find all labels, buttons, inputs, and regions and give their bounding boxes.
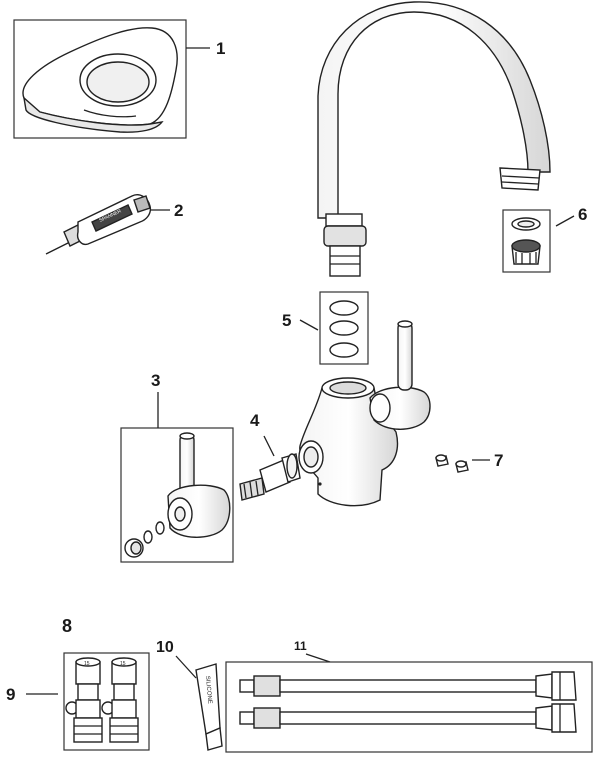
valve-left: 15 [65, 657, 103, 743]
part-8-isolation-valves: 8 15 15 [6, 616, 150, 751]
part-3-lever-handle: 3 [120, 371, 234, 563]
side-lever-handle [369, 320, 431, 430]
ceramic-cartridge-icon [239, 453, 301, 501]
rosette-plate-icon [22, 27, 178, 133]
label-2: 2 [174, 201, 183, 220]
label-4: 4 [250, 411, 260, 430]
silicone-grease-tube-icon: SILICONE [195, 663, 223, 751]
o-ring-set-icon [329, 300, 359, 358]
part-2-spanner: SPANNER 2 [45, 194, 183, 255]
part-6-box [502, 209, 551, 273]
valve-left-marking: 15 [84, 661, 90, 667]
spout-tip [499, 167, 541, 191]
part-11-box [225, 661, 593, 753]
spanner-tool-icon: SPANNER [45, 194, 152, 255]
hose-bottom [239, 703, 577, 733]
part-8-box [63, 652, 150, 751]
valve-right: 15 [101, 657, 139, 743]
label-3: 3 [151, 371, 160, 390]
label-6: 6 [578, 205, 587, 224]
flexible-hose-icon [239, 671, 577, 733]
part-6-aerator: 6 [502, 205, 587, 273]
part-1-box [13, 19, 187, 139]
isolation-valve-icon: 15 15 [65, 657, 139, 743]
label-5: 5 [282, 311, 291, 330]
label-10: 10 [156, 639, 174, 656]
part-4-cartridge: 4 [239, 411, 301, 501]
hose-top [239, 671, 577, 701]
part-5-box [319, 291, 369, 365]
valve-right-marking: 15 [120, 661, 126, 667]
spout-base [323, 213, 367, 277]
paste-marking: SILICONE [204, 676, 212, 704]
part-5-o-rings: 5 [282, 291, 369, 365]
label-9: 9 [6, 685, 15, 704]
part-1-rosette-plate: 1 [13, 19, 225, 139]
tap-body [298, 320, 431, 507]
label-1: 1 [216, 39, 225, 58]
part-10-grease-tube: 10 SILICONE [156, 639, 223, 751]
aerator-icon [511, 217, 541, 265]
part-11-flexible-hoses: 11 [225, 639, 593, 753]
swivel-spout [317, 1, 551, 277]
part-3-box [120, 427, 234, 563]
label-7: 7 [494, 451, 503, 470]
grub-screw-icon [435, 454, 469, 473]
lever-handle-icon [124, 432, 231, 558]
label-8: 8 [62, 616, 72, 636]
label-11: 11 [294, 639, 307, 653]
part-7-grub-screws: 7 [435, 451, 503, 473]
